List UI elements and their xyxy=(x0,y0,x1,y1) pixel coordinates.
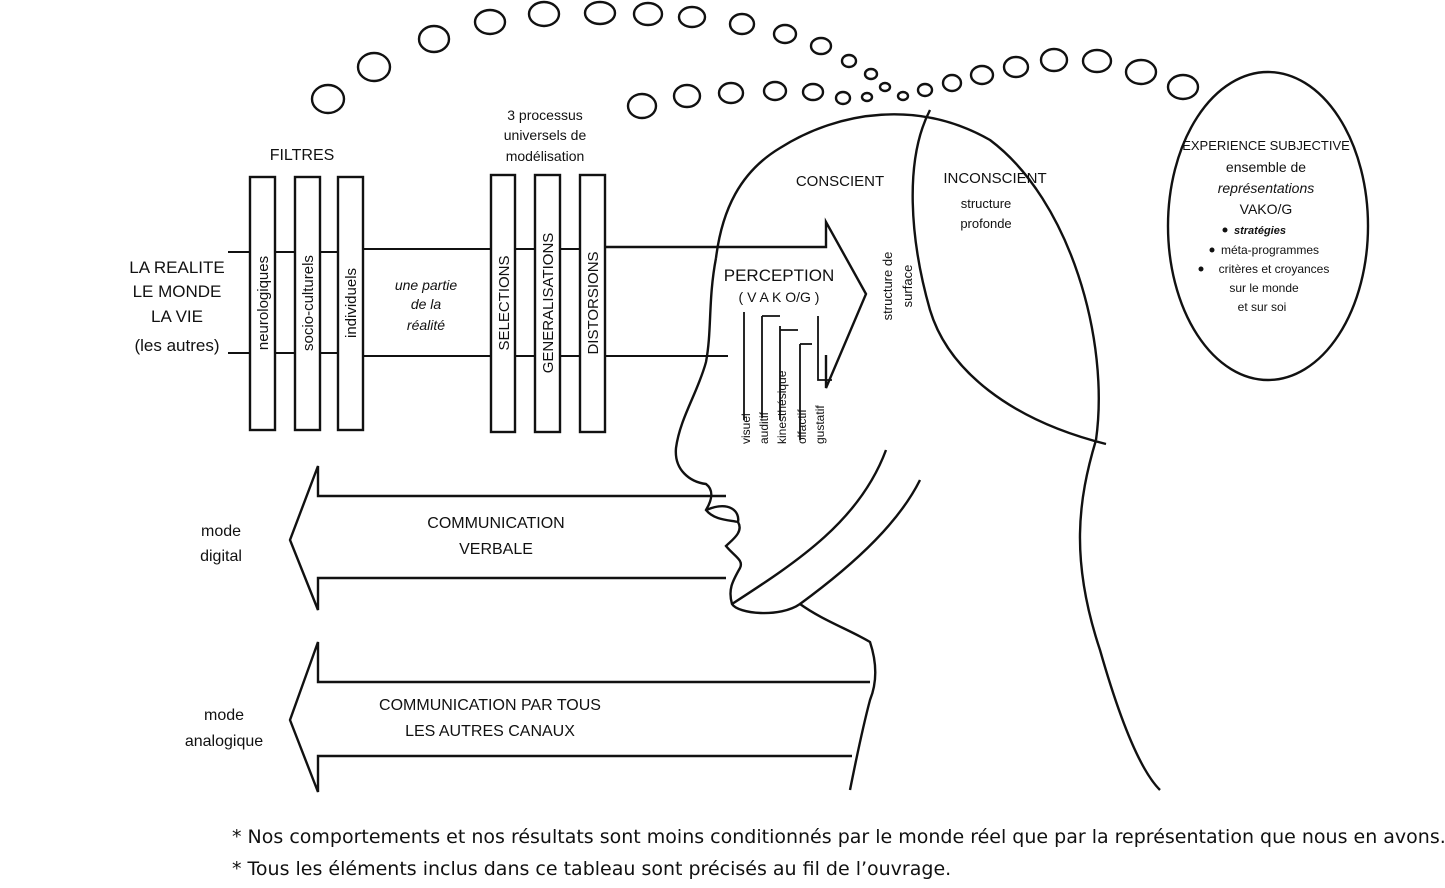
partial-reality-line3: réalité xyxy=(407,317,445,333)
analog-communication-line1: COMMUNICATION PAR TOUS xyxy=(379,697,601,714)
verbal-communication-line1: COMMUNICATION xyxy=(427,515,564,532)
experience-bubble xyxy=(1166,70,1370,382)
thought-bubble xyxy=(809,36,833,56)
perception-title: PERCEPTION xyxy=(724,266,835,285)
process-label-distorsions: DISTORSIONS xyxy=(585,251,602,354)
bullet-icon xyxy=(1209,247,1215,253)
thought-bubble xyxy=(762,80,788,102)
filter-bar-neurologiques xyxy=(248,175,277,432)
thought-bubble xyxy=(1081,48,1113,74)
footnote-elements: * Tous les éléments inclus dans ce table… xyxy=(232,858,952,880)
sense-label-visuel: visuel xyxy=(739,413,753,444)
thought-bubble xyxy=(717,81,745,105)
process-label-generalisations: GENERALISATIONS xyxy=(540,233,557,374)
analog-mode-line1: mode xyxy=(204,707,244,724)
sense-label-kinesthesique: kinesthésique xyxy=(775,370,789,444)
thought-bubble xyxy=(916,82,934,98)
experience-line2: ensemble de xyxy=(1226,159,1306,175)
thought-bubble xyxy=(583,0,617,26)
thought-bubble xyxy=(310,83,346,115)
processes-title-line3: modélisation xyxy=(506,148,585,164)
thought-bubble xyxy=(527,0,561,28)
sense-label-auditif: auditif xyxy=(757,411,771,444)
digital-mode-line1: mode xyxy=(201,523,241,540)
thought-bubble xyxy=(860,91,874,103)
others-label: (les autres) xyxy=(134,336,219,355)
head-profile xyxy=(674,109,1161,791)
thought-bubble xyxy=(834,90,852,106)
thought-bubble xyxy=(677,5,707,29)
experience-bullet-strategies: stratégies xyxy=(1234,225,1286,237)
digital-mode-line2: digital xyxy=(200,548,242,565)
process-bar-generalisations xyxy=(533,173,562,434)
conscious-label: CONSCIENT xyxy=(796,173,884,190)
filter-label-neurologiques: neurologiques xyxy=(255,256,272,350)
experience-title: EXPERIENCE SUBJECTIVE xyxy=(1182,138,1350,153)
life-label: LA VIE xyxy=(151,307,203,326)
filter-bar-individuels xyxy=(336,175,365,432)
experience-line4: VAKO/G xyxy=(1240,201,1293,217)
experience-bullet-metaprograms: méta-programmes xyxy=(1221,243,1319,257)
sense-label-olfactif: olfactif xyxy=(795,409,809,444)
process-label-selections: SELECTIONS xyxy=(496,255,513,350)
thought-bubble xyxy=(1166,73,1200,101)
thought-bubble xyxy=(772,23,798,45)
thought-bubble xyxy=(672,83,702,109)
partial-reality-line1: une partie xyxy=(395,277,457,293)
analog-mode-line2: analogique xyxy=(185,733,263,750)
process-bar-distorsions xyxy=(578,173,607,434)
thought-bubble xyxy=(626,92,658,120)
unconscious-label: INCONSCIENT xyxy=(943,170,1046,187)
reality-label: LA REALITE xyxy=(129,258,224,277)
thought-bubble xyxy=(356,51,392,83)
processes-title-line1: 3 processus xyxy=(507,107,582,123)
filter-bar-socio-culturels xyxy=(293,175,322,432)
deep-structure-line1: structure xyxy=(961,196,1012,211)
analog-communication-arrow xyxy=(288,641,870,793)
thought-bubble xyxy=(1002,55,1030,79)
bullet-icon xyxy=(1198,266,1204,272)
verbal-communication-arrow xyxy=(288,465,726,611)
thought-bubble xyxy=(417,24,451,54)
thought-bubble xyxy=(632,1,664,27)
thought-bubble xyxy=(801,82,825,102)
bullet-icon xyxy=(1222,227,1228,233)
partial-reality-line2: de la xyxy=(411,296,442,312)
sense-label-gustatif: gustatif xyxy=(813,405,827,444)
experience-line3: représentations xyxy=(1218,180,1315,196)
process-bar-selections xyxy=(489,173,517,434)
thought-bubbles xyxy=(310,0,1200,120)
experience-line6: et sur soi xyxy=(1238,300,1287,314)
perception-subtitle: ( V A K O/G ) xyxy=(739,289,820,305)
filter-label-socio-culturels: socio-culturels xyxy=(300,255,317,351)
surface-structure-line1: structure de xyxy=(880,252,895,321)
world-label: LE MONDE xyxy=(133,282,222,301)
thought-bubble xyxy=(473,8,507,36)
thought-bubble xyxy=(941,73,963,93)
experience-line5: sur le monde xyxy=(1229,281,1299,295)
verbal-communication-line2: VERBALE xyxy=(459,541,533,558)
thought-bubble xyxy=(969,64,995,86)
filter-label-individuels: individuels xyxy=(343,268,360,338)
thought-bubble xyxy=(896,90,910,102)
experience-bullets xyxy=(1198,227,1228,272)
thought-bubble xyxy=(863,67,879,81)
footnote-behaviors: * Nos comportements et nos résultats son… xyxy=(232,826,1445,848)
filters-title: FILTRES xyxy=(270,147,335,164)
thought-bubble xyxy=(728,12,756,36)
thought-bubble xyxy=(878,81,892,93)
experience-bullet-beliefs: critères et croyances xyxy=(1219,262,1330,276)
thought-bubble xyxy=(840,53,858,69)
thought-bubble xyxy=(1039,47,1069,73)
processes-title-line2: universels de xyxy=(504,127,587,143)
thought-bubble xyxy=(1124,58,1158,86)
analog-communication-line2: LES AUTRES CANAUX xyxy=(405,723,575,740)
perception-arrow xyxy=(605,217,868,389)
sense-channels xyxy=(743,312,832,440)
deep-structure-line2: profonde xyxy=(960,216,1011,231)
surface-structure-line2: surface xyxy=(900,265,915,308)
reality-flow-lines xyxy=(228,248,728,357)
